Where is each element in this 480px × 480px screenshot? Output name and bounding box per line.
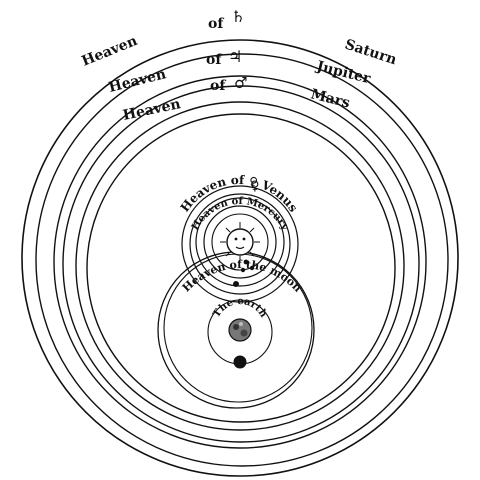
jupiter-symbol: ♃ xyxy=(228,47,242,66)
venus-planet-icon xyxy=(233,281,239,287)
moon-icon xyxy=(233,355,247,369)
earth-label: The earth xyxy=(211,296,269,320)
saturn-symbol: ♄ xyxy=(231,7,245,26)
venus-symbol: ♀ xyxy=(250,179,260,194)
venus-ring-inner xyxy=(189,193,291,295)
mercury-ring-inner xyxy=(203,205,277,279)
jupiter-ring-inner xyxy=(62,85,420,443)
sun-face-icon xyxy=(220,222,260,262)
mars-ring-inner xyxy=(86,113,396,423)
mercury-icon xyxy=(240,259,255,273)
saturn-label-of: of xyxy=(208,16,224,32)
saturn-ring-inner xyxy=(35,53,449,467)
mercury-ring-outer xyxy=(195,197,285,287)
earth-icon xyxy=(228,318,252,342)
jupiter-label-left: Heaven xyxy=(107,66,168,96)
saturn-label-right: Saturn xyxy=(343,37,399,69)
mars-ring-outer xyxy=(75,101,405,431)
sun-ring xyxy=(211,213,269,271)
mars-label-left: Heaven xyxy=(122,96,182,124)
venus-ring-outer xyxy=(181,185,299,303)
mars-label-of: of xyxy=(210,78,226,94)
saturn-ring-outer xyxy=(21,39,459,477)
jupiter-label-right: Jupiter xyxy=(313,58,372,87)
jupiter-ring-outer xyxy=(53,75,427,449)
saturn-label-left: Heaven xyxy=(80,33,140,70)
mars-label-right: Mars xyxy=(309,86,352,111)
mars-symbol: ♂ xyxy=(234,74,247,92)
jupiter-label-of: of xyxy=(206,52,222,68)
